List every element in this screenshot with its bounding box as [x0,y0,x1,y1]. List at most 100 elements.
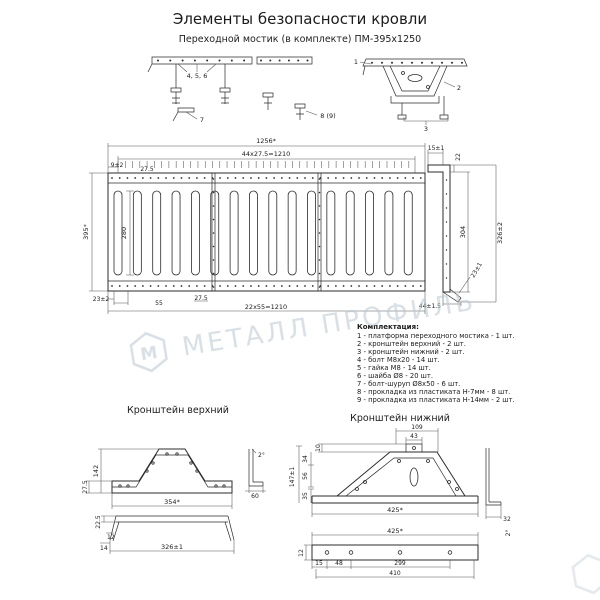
lower-dimension-lines [296,428,502,519]
page-subtitle: Переходной мостик (в комплекте) ПМ-395х1… [179,34,421,45]
lower-bar-dimension-lines [304,532,479,579]
kit-item: 5 - гайка М8 - 14 шт. [357,364,431,372]
plank-section-middle [256,56,313,65]
dim-plan-pitch-bottom: 22х55=1210 [245,303,287,311]
upper-bar-profile [109,515,235,542]
platform-rivets [371,61,463,64]
dim-lower-48: 48 [335,560,343,567]
upper-bracket-holes [118,452,226,488]
kit-item: 2 - кронштейн верхний - 2 шт. [357,340,466,348]
plan-edge-strips [108,173,425,291]
brand-hexagon-logo-corner [571,553,600,595]
dim-lower-299: 299 [394,560,406,567]
dim-upper-12: 12 [107,534,115,541]
dim-plan-gap-9: 9±2 [111,162,124,169]
lower-bracket-slot [409,467,419,487]
callout-7: 7 [200,116,204,124]
plan-joint-rivets [212,178,321,288]
dim-lower-15: 15 [315,560,323,567]
brand-logo-letter: М [139,343,159,365]
dim-side-23: 23±1 [470,261,484,279]
dim-lower-425-base: 425* [387,506,403,514]
bracket-bolts [397,96,449,120]
dim-plan-pitch-top: 44х27.5=1210 [242,150,291,158]
brand-hexagon-logo [129,331,168,373]
dim-plan-slot-height: 280 [120,227,128,239]
watermark: М МЕТАЛЛ ПРОФИЛЬ [129,287,600,595]
lower-angle-piece [485,448,502,506]
kit-item: 4 - болт М8х20 - 14 шт. [357,356,440,364]
kit-item: 7 - болт-шуруп Ø8х50 - 6 шт. [357,380,460,388]
dim-plan-total-height: 395* [82,223,90,239]
dim-side-44: 44±1.5 [419,303,441,310]
plan-tread-slots [113,190,413,276]
upper-bracket-inner [112,454,232,488]
dim-side-304: 304 [459,226,467,238]
dim-side-15: 15±1 [428,145,445,152]
lower-bracket-holes [355,446,459,491]
upper-bracket-heading: Кронштейн верхний [127,405,229,416]
callout-4-5-6: 4, 5, 6 [187,72,208,80]
kit-item: 8 - прокладка из пластиката Н-7мм - 8 шт… [357,388,510,396]
dim-lower-10: 10 [315,444,322,452]
kit-item: 9 - прокладка из пластиката Н-14мм - 2 ш… [357,396,515,404]
lower-bar-outline [311,544,479,561]
upper-bracket-views: Кронштейн верхний 142 27.5 2° 60 354* 22… [82,405,266,554]
callout-8-9: 8 (9) [320,112,335,120]
dim-lower-410: 410 [389,570,401,577]
dim-lower-12: 12 [298,549,305,557]
dim-lower-34: 34 [302,455,309,463]
kit-list: Комплектация: 1 - платформа переходного … [357,323,515,404]
lower-bracket-heading: Кронштейн нижний [350,413,450,424]
bracket-assembly-body [382,65,448,104]
dim-upper-326: 326±1 [161,543,183,551]
side-view: 15±1 22 304 326±2 23±1 44±1.5 [419,145,504,310]
dim-lower-109: 109 [411,424,423,431]
kit-item: 3 - кронштейн нижний - 2 шт. [357,348,464,356]
dim-plan-total-width: 1256* [256,137,277,145]
side-profile [427,164,451,293]
page-title: Элементы безопасности кровли [173,10,427,28]
lower-bracket-views: Кронштейн нижний 109 43 10 34 56 147±1 3… [289,413,512,579]
callout-leader-2 [443,81,456,88]
bracket-holes [401,71,430,89]
kit-heading: Комплектация: [357,323,419,331]
plan-view: 1256* 44х27.5=1210 9±2 27.5 395* 280 23±… [82,137,426,314]
callout-1: 1 [354,58,358,66]
dim-lower-32: 32 [503,516,511,523]
callout-leaders-456 [177,63,217,73]
hanger-bolts-left [170,64,231,104]
callout-leader-89 [305,110,318,116]
dim-lower-56: 56 [302,472,309,480]
dim-lower-35: 35 [302,492,309,500]
dim-upper-14: 14 [100,545,108,552]
lower-bracket-outline [336,451,466,497]
callout-2: 2 [457,84,461,92]
dim-lower-425-bar: 425* [387,527,403,535]
kit-item: 1 - платформа переходного мостика - 1 шт… [357,332,515,340]
dim-upper-27-5: 27.5 [82,480,89,494]
dim-upper-22-5: 22.5 [95,515,102,529]
bracket-assembly-platform [362,58,468,76]
dim-lower-angle: 2° [505,530,512,537]
dim-side-22: 22 [455,153,462,161]
upper-bar-dimension-lines [100,515,235,554]
side-dimension-lines [427,150,497,306]
callout-leader-7 [185,111,198,120]
side-foot [442,288,462,303]
dim-upper-354: 354* [164,498,180,506]
callout-leader-3 [403,117,449,125]
plank-middle-rivets [260,59,309,62]
dim-upper-60: 60 [251,493,259,500]
assembly-views: 4, 5, 6 7 8 (9) 1 2 3 [147,56,468,133]
kit-item: 6 - шайба Ø8 - 20 шт. [357,372,433,380]
lower-bracket-inner [345,457,457,497]
dim-lower-43: 43 [410,433,418,440]
plan-pitch-ticks [117,161,410,168]
bolts-middle [262,92,306,120]
dim-plan-55: 55 [155,300,163,307]
side-rivets [445,179,448,279]
plank-left-rivets [157,59,246,62]
